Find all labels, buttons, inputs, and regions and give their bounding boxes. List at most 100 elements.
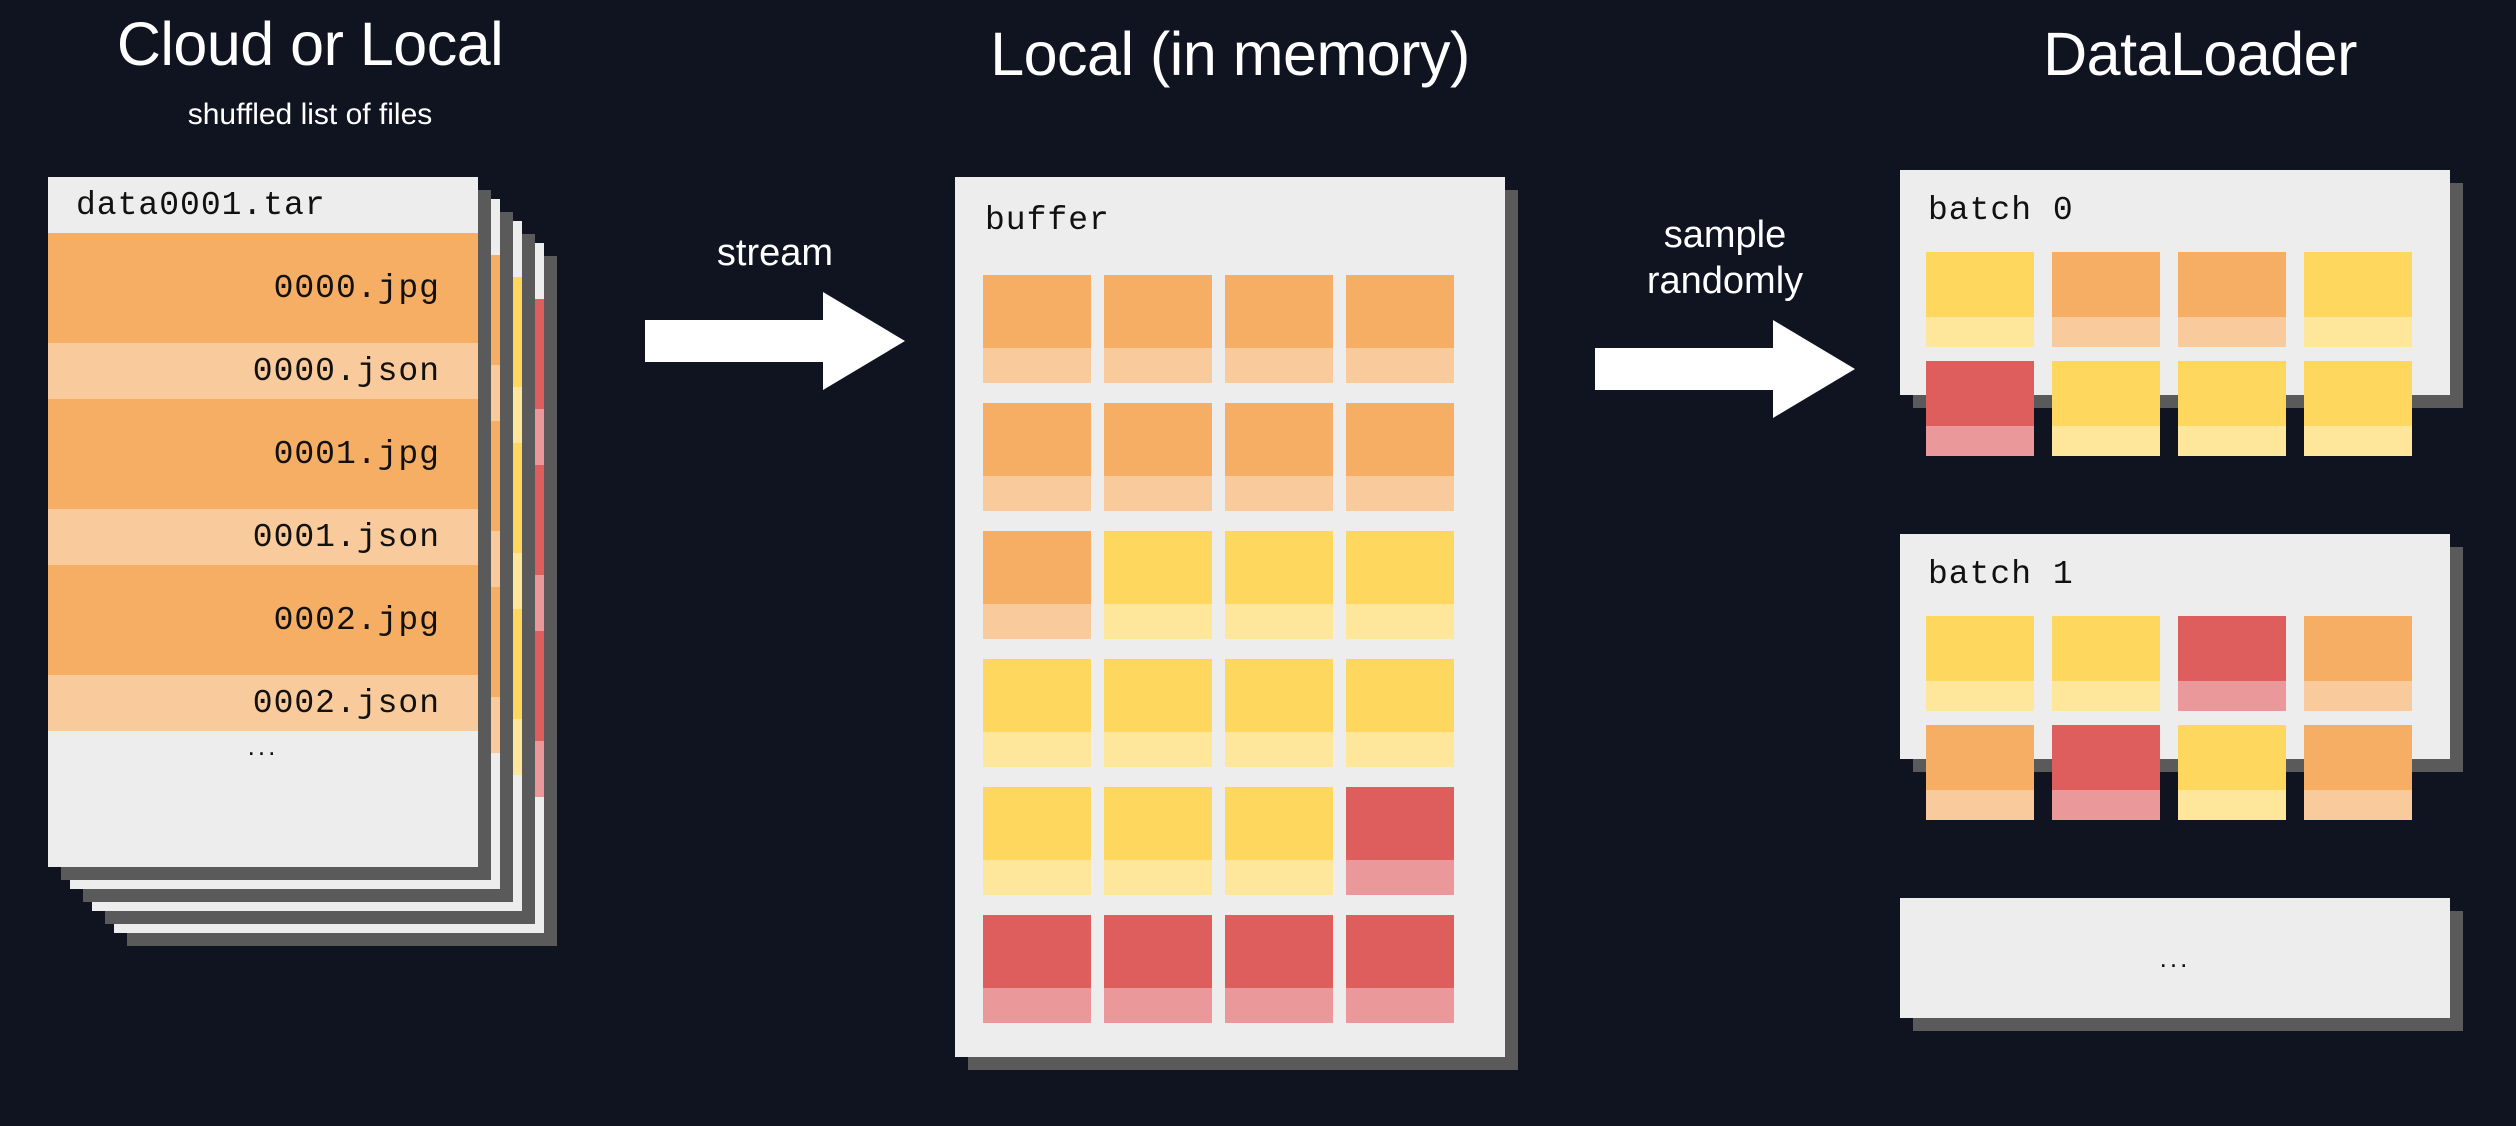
sample-tile (1346, 787, 1454, 895)
file-row[interactable]: 0001.jpg (48, 399, 478, 509)
sample-tile-metadata (1926, 316, 2034, 347)
sample-tile-metadata (1104, 860, 1212, 895)
sample-tile-image (2178, 725, 2286, 790)
batch-card-0[interactable]: batch 0 (1900, 170, 2450, 456)
sample-tile-image (1926, 252, 2034, 317)
sample-tile-image (1346, 403, 1454, 477)
sample-tile-metadata (2052, 680, 2160, 711)
sample-tile-metadata (1926, 680, 2034, 711)
sample-tile-image (2052, 252, 2160, 317)
buffer-card-label: buffer (985, 202, 1110, 239)
sample-tile (2052, 252, 2160, 347)
sample-tile-metadata (983, 604, 1091, 639)
sample-tile (983, 787, 1091, 895)
file-row[interactable]: 0000.jpg (48, 233, 478, 343)
sample-tile (1346, 915, 1454, 1023)
batch-card-more[interactable]: ... (1900, 898, 2450, 1018)
sample-tile (2052, 361, 2160, 456)
sample-tile-image (2178, 616, 2286, 681)
sample-tile-image (983, 787, 1091, 861)
sample-tile-metadata (1346, 732, 1454, 767)
sample-tile-metadata (983, 476, 1091, 511)
sample-tile-image (1346, 275, 1454, 349)
sample-tile-metadata (1104, 604, 1212, 639)
sample-tile (1225, 915, 1333, 1023)
sample-tile-metadata (2052, 425, 2160, 456)
sample-tile (1225, 403, 1333, 511)
sample-tile (983, 403, 1091, 511)
sample-tile (1346, 403, 1454, 511)
stream-arrow-label: stream (716, 232, 834, 274)
sample-tile-image (1346, 915, 1454, 989)
sample-tile-image (1926, 725, 2034, 790)
sample-tile (1225, 659, 1333, 767)
sample-tile-metadata (1346, 604, 1454, 639)
sample-tile (1346, 531, 1454, 639)
file-row[interactable]: 0000.json (48, 343, 478, 399)
file-row[interactable]: 0002.json (48, 675, 478, 731)
sample-tile (2178, 616, 2286, 711)
sample-tile-metadata (1926, 425, 2034, 456)
sample-tile-image (2178, 361, 2286, 426)
sample-tile-metadata (1104, 348, 1212, 383)
sample-tile (2052, 616, 2160, 711)
sample-tile (1104, 275, 1212, 383)
buffer-card[interactable]: buffer (955, 177, 1505, 1057)
sample-tile-metadata (2178, 680, 2286, 711)
sample-tile-metadata (983, 348, 1091, 383)
sample-tile (2178, 252, 2286, 347)
sample-tile (1104, 915, 1212, 1023)
sample-tile (2304, 725, 2412, 820)
sample-tile-metadata (983, 860, 1091, 895)
sample-tile-metadata (2304, 316, 2412, 347)
file-row[interactable]: 0001.json (48, 509, 478, 565)
sample-tile (1346, 275, 1454, 383)
file-list-more: ... (48, 731, 478, 762)
sample-tile-image (1926, 616, 2034, 681)
sample-tile-metadata (2178, 316, 2286, 347)
sample-tile-image (1346, 531, 1454, 605)
sample-tile-image (1104, 531, 1212, 605)
sample-tile-metadata (2304, 680, 2412, 711)
sample-arrow-label: sample randomly (1646, 214, 1804, 302)
batch-more-label: ... (2159, 942, 2191, 973)
sample-tile-image (1104, 659, 1212, 733)
sample-tile-image (1104, 915, 1212, 989)
sample-tile (2178, 361, 2286, 456)
sample-tile-image (983, 403, 1091, 477)
sample-tile-metadata (1225, 860, 1333, 895)
sample-tile-image (1346, 659, 1454, 733)
sample-tile (1926, 361, 2034, 456)
batch-1-label: batch 1 (1928, 556, 2074, 593)
sample-tile-image (1225, 275, 1333, 349)
sample-tile (1104, 787, 1212, 895)
sample-tile (1104, 659, 1212, 767)
batch-card-1[interactable]: batch 1 (1900, 534, 2450, 820)
sample-tile-metadata (1346, 476, 1454, 511)
sample-tile-image (1104, 787, 1212, 861)
batch-1-tile-grid (1926, 616, 2412, 820)
sample-tile-image (1225, 915, 1333, 989)
file-row[interactable]: 0002.jpg (48, 565, 478, 675)
sample-tile-image (1225, 403, 1333, 477)
arrow-right-icon (1595, 320, 1855, 418)
sample-tile-image (1225, 531, 1333, 605)
sample-tile-metadata (1346, 348, 1454, 383)
sample-tile-metadata (1225, 604, 1333, 639)
sample-tile-image (1225, 659, 1333, 733)
sample-tile (983, 275, 1091, 383)
sample-tile-metadata (1225, 348, 1333, 383)
sample-tile (983, 915, 1091, 1023)
sample-tile-metadata (1104, 476, 1212, 511)
sample-tile (983, 531, 1091, 639)
sample-tile (983, 659, 1091, 767)
sample-tile-metadata (1926, 789, 2034, 820)
sample-tile-metadata (1225, 988, 1333, 1023)
tar-file-name-row: data0001.tar (48, 177, 478, 233)
sample-tile (1225, 787, 1333, 895)
sample-tile-metadata (2052, 316, 2160, 347)
sample-tile-image (2052, 361, 2160, 426)
